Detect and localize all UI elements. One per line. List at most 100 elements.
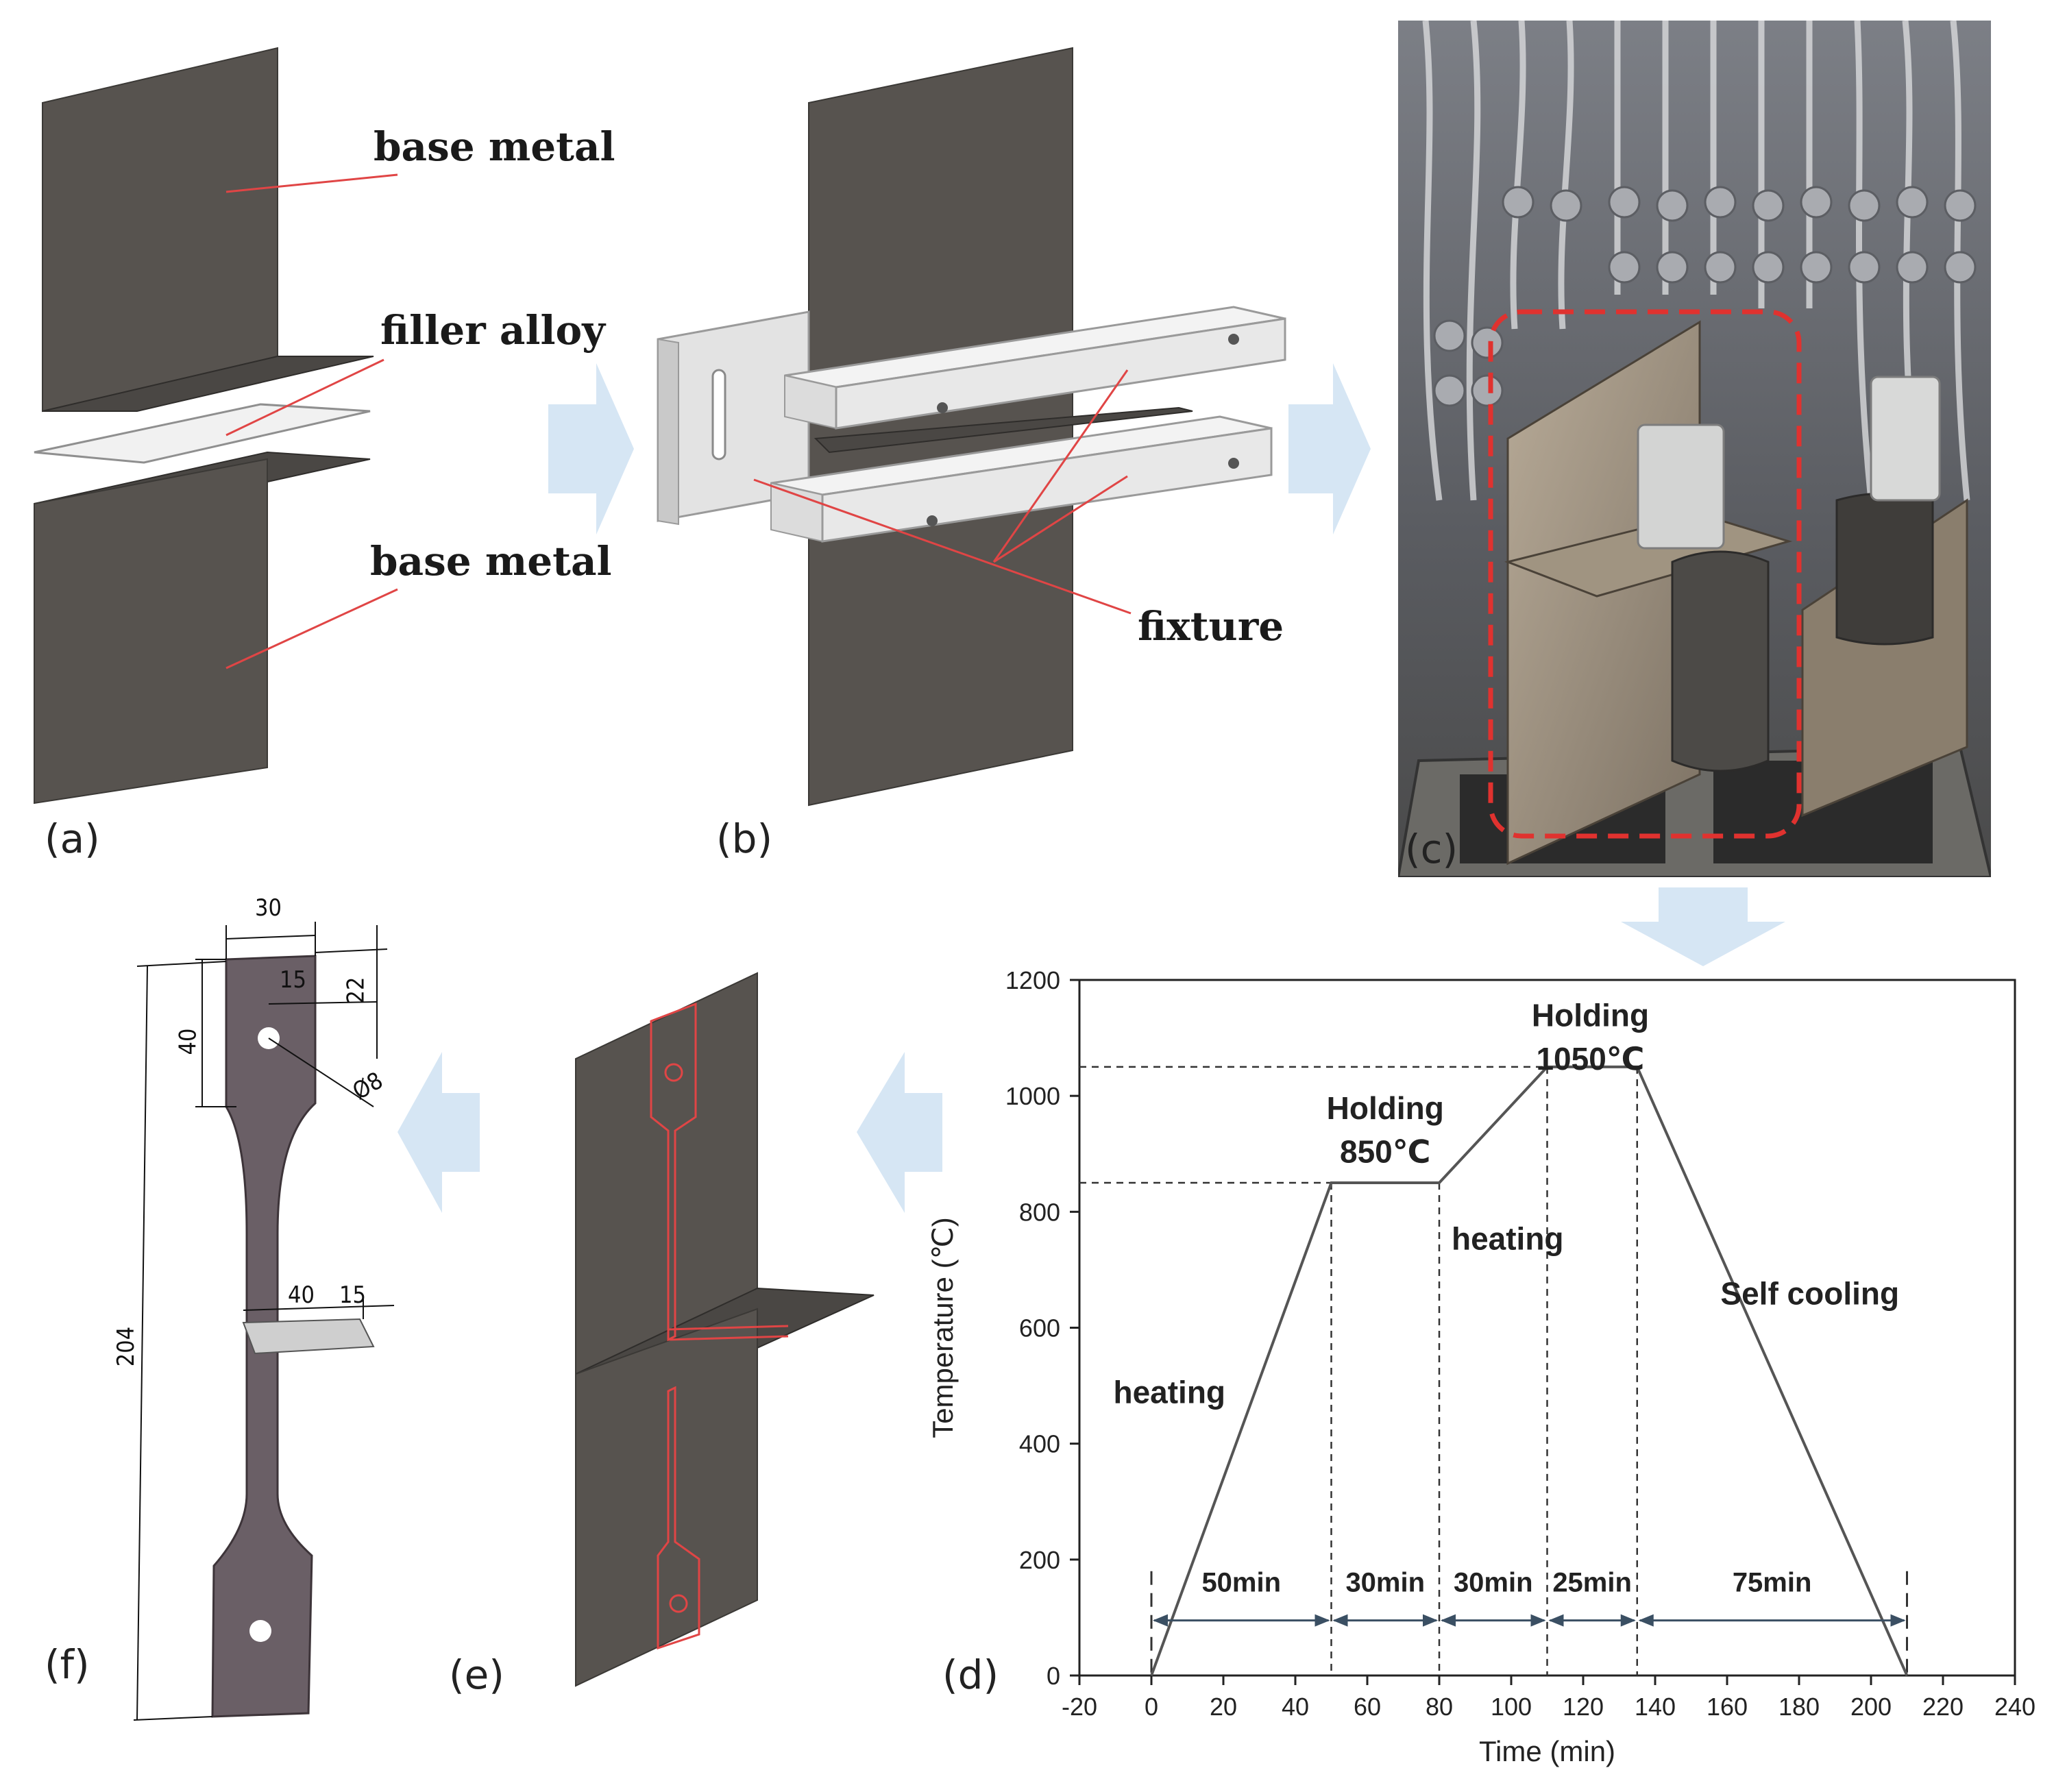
y-tick-label: 1200 bbox=[1005, 966, 1060, 994]
arrow-e-to-f bbox=[398, 1052, 480, 1213]
highlight-region bbox=[1488, 309, 1802, 839]
fixture-callout-line bbox=[993, 475, 1128, 563]
panel-a-diagram bbox=[34, 47, 398, 805]
panel-label-d: (d) bbox=[942, 1652, 999, 1698]
panel-label-b: (b) bbox=[716, 815, 773, 862]
callout-fixture: fixture bbox=[1138, 603, 1284, 650]
segment-arrow-head bbox=[1530, 1614, 1546, 1627]
specimen-outline-lower bbox=[657, 1386, 700, 1650]
x-tick-label: -20 bbox=[1062, 1693, 1097, 1721]
annotation-self-cooling: Self cooling bbox=[1720, 1276, 1899, 1312]
vertical-plate-b bbox=[808, 47, 1073, 807]
dim-hole-x: 15 bbox=[280, 966, 306, 994]
fixture-slot bbox=[711, 369, 726, 461]
x-axis-label: Time (min) bbox=[1479, 1735, 1615, 1767]
arrow-d-to-e bbox=[857, 1052, 942, 1213]
callout-line-filler bbox=[225, 358, 384, 437]
specimen-joint-line bbox=[668, 1335, 789, 1341]
annotation-heating-2: heating bbox=[1452, 1220, 1564, 1256]
ceramic-block bbox=[1637, 424, 1725, 550]
panel-e-diagram bbox=[575, 972, 875, 1687]
callout-line-base-top bbox=[225, 173, 398, 193]
segment-arrow-head bbox=[1315, 1614, 1330, 1627]
y-tick-label: 1000 bbox=[1005, 1082, 1060, 1110]
vertical-plate-e-lower bbox=[575, 1308, 758, 1687]
specimen-outline-upper bbox=[650, 1002, 697, 1342]
filler-foil bbox=[34, 403, 371, 464]
annotation-heating-1: heating bbox=[1113, 1374, 1225, 1410]
x-tick-label: 60 bbox=[1354, 1693, 1381, 1721]
y-tick-label: 200 bbox=[1019, 1546, 1060, 1574]
segment-arrow-head bbox=[1332, 1614, 1348, 1627]
brazed-joint-strip bbox=[242, 1318, 375, 1355]
weight-cylinder-2 bbox=[1835, 492, 1934, 646]
fixture-callout-line bbox=[992, 369, 1129, 563]
segment-duration-label: 30min bbox=[1454, 1567, 1533, 1597]
dim-joint-thickness: 15 bbox=[339, 1281, 366, 1309]
panel-b-diagram bbox=[657, 47, 1286, 807]
x-tick-label: 140 bbox=[1635, 1693, 1676, 1721]
upper-base-flange bbox=[42, 356, 374, 412]
x-tick-label: 160 bbox=[1707, 1693, 1748, 1721]
fixture-callout-line bbox=[753, 478, 1132, 615]
lower-base-plate bbox=[34, 458, 268, 805]
segment-arrow-head bbox=[1638, 1614, 1654, 1627]
segment-duration-label: 25min bbox=[1552, 1567, 1632, 1597]
ceramic-block-2 bbox=[1870, 376, 1941, 502]
callout-base-metal-bottom: base metal bbox=[370, 538, 612, 585]
bolt-hole bbox=[937, 402, 948, 413]
annotation-holding-2-title: Holding bbox=[1532, 998, 1649, 1033]
segment-duration-label: 50min bbox=[1201, 1567, 1281, 1597]
x-tick-label: 220 bbox=[1922, 1693, 1964, 1721]
callout-filler-alloy: filler alloy bbox=[380, 307, 605, 354]
clamped-flange bbox=[814, 406, 1193, 454]
dim-joint-width: 40 bbox=[288, 1281, 315, 1309]
x-tick-label: 0 bbox=[1145, 1693, 1158, 1721]
segment-arrow-head bbox=[1153, 1614, 1168, 1627]
y-tick-label: 400 bbox=[1019, 1430, 1060, 1458]
x-tick-label: 180 bbox=[1778, 1693, 1820, 1721]
segment-arrow-head bbox=[1620, 1614, 1636, 1627]
x-tick-label: 240 bbox=[1994, 1693, 2035, 1721]
segment-arrow-head bbox=[1423, 1614, 1438, 1627]
specimen-hole-upper bbox=[664, 1063, 683, 1082]
callout-line-base-bottom bbox=[225, 588, 398, 670]
arrow-b-to-c bbox=[1288, 363, 1371, 535]
weight-cylinder bbox=[1671, 550, 1770, 772]
x-tick-label: 80 bbox=[1426, 1693, 1453, 1721]
bolt-hole bbox=[1228, 334, 1239, 345]
bolt-hole bbox=[1228, 458, 1239, 469]
panel-label-c: (c) bbox=[1405, 826, 1458, 872]
y-tick-label: 800 bbox=[1019, 1198, 1060, 1226]
panel-label-f: (f) bbox=[45, 1641, 90, 1688]
panel-f-specimen-drawing bbox=[133, 922, 395, 1721]
annotation-holding-1-title: Holding bbox=[1327, 1090, 1444, 1126]
fixture-side-front bbox=[657, 338, 679, 526]
bolt-hole bbox=[927, 515, 938, 526]
segment-arrow-head bbox=[1441, 1614, 1456, 1627]
upper-fixture-bar-side bbox=[835, 317, 1286, 430]
segment-duration-label: 30min bbox=[1345, 1567, 1425, 1597]
specimen-pin-hole-lower bbox=[249, 1620, 271, 1642]
y-tick-label: 0 bbox=[1047, 1662, 1060, 1690]
arrow-c-to-d bbox=[1621, 887, 1785, 966]
y-tick-label: 600 bbox=[1019, 1314, 1060, 1342]
x-tick-label: 100 bbox=[1491, 1693, 1532, 1721]
segment-duration-label: 75min bbox=[1733, 1567, 1812, 1597]
panel-label-a: (a) bbox=[45, 815, 100, 862]
annotation-holding-1-temp: 850℃ bbox=[1340, 1133, 1430, 1169]
x-tick-label: 120 bbox=[1563, 1693, 1604, 1721]
x-tick-label: 40 bbox=[1282, 1693, 1309, 1721]
x-tick-label: 20 bbox=[1210, 1693, 1237, 1721]
specimen-hole-lower bbox=[669, 1594, 688, 1613]
segment-arrow-head bbox=[1890, 1614, 1906, 1627]
dim-width: 30 bbox=[255, 894, 282, 922]
dimension-lines bbox=[133, 922, 395, 1721]
panel-c-furnace-photo bbox=[1398, 21, 1991, 877]
callout-base-metal-top: base metal bbox=[374, 123, 615, 170]
panel-label-e: (e) bbox=[449, 1652, 504, 1698]
rod-connectors bbox=[1433, 186, 1977, 407]
y-axis-label: Temperature (℃) bbox=[927, 1217, 959, 1438]
